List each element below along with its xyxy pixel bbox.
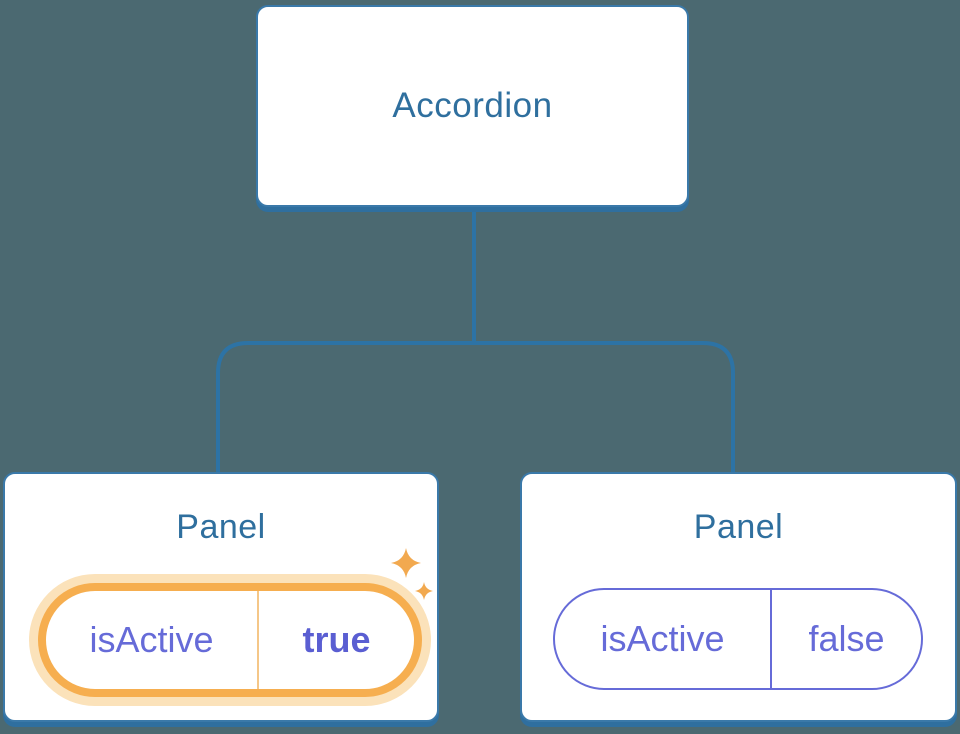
state-pill-active: isActive true bbox=[38, 583, 422, 697]
state-value-label: false bbox=[808, 618, 885, 659]
connector-branch bbox=[216, 341, 735, 472]
state-value-label: true bbox=[302, 619, 371, 660]
panel-title: Panel bbox=[693, 508, 784, 546]
accordion-node: Accordion bbox=[256, 5, 689, 207]
panel-node-inactive: Panel isActive false bbox=[520, 472, 957, 722]
panel-node-active: Panel isActive true bbox=[3, 472, 439, 722]
panel-title: Panel bbox=[176, 508, 266, 546]
state-pill-inactive: isActive false bbox=[553, 588, 923, 690]
sparkles-icon bbox=[391, 548, 433, 600]
accordion-label: Accordion bbox=[392, 86, 553, 125]
state-key-label: isActive bbox=[89, 619, 214, 660]
state-key-label: isActive bbox=[600, 618, 725, 659]
pill-divider bbox=[770, 590, 772, 688]
pill-divider bbox=[257, 591, 259, 689]
